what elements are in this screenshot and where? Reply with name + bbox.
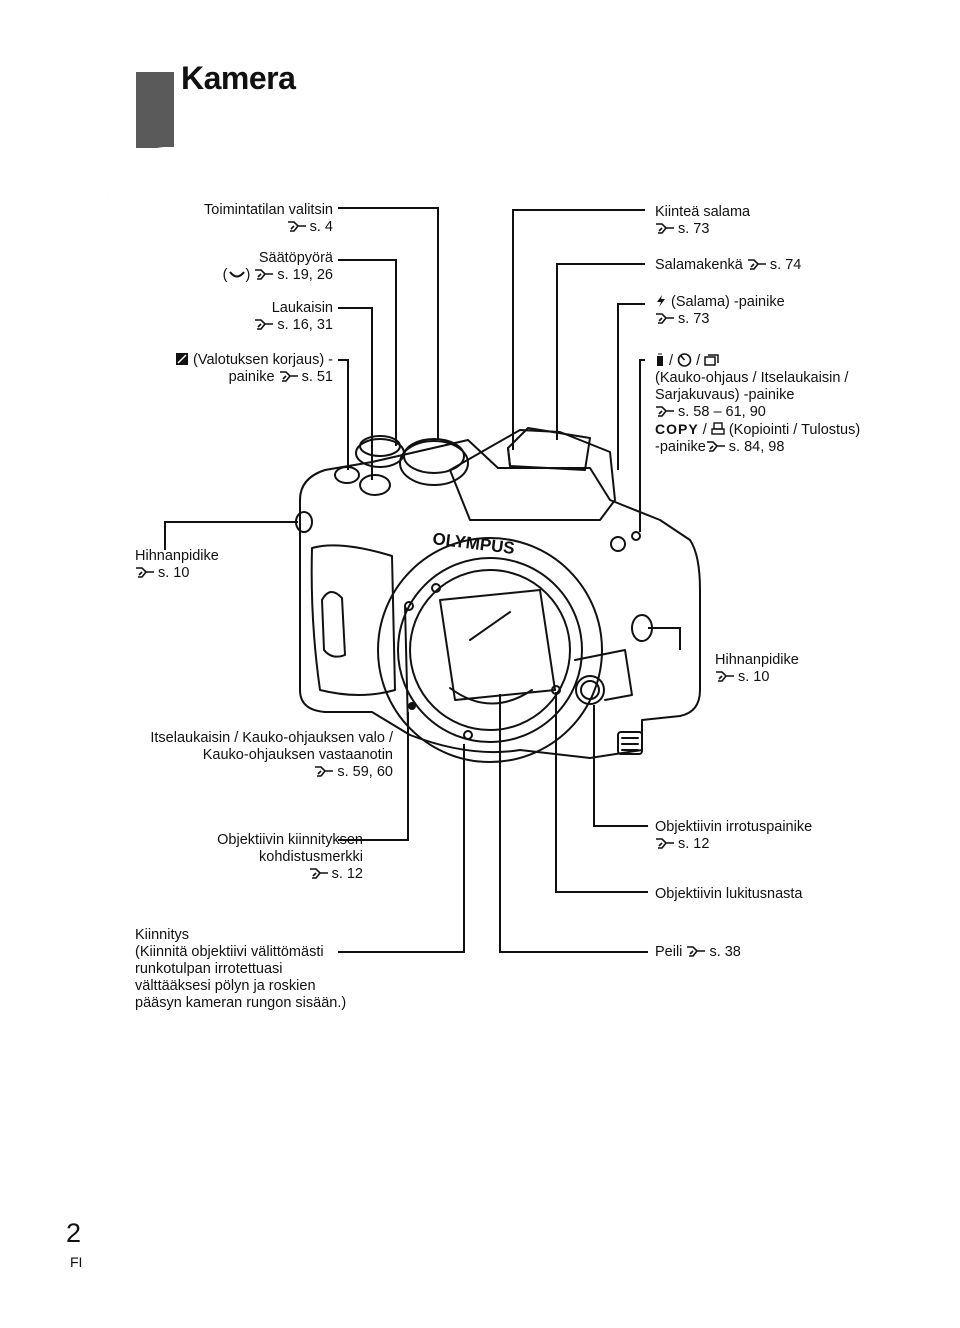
self-timer-icon xyxy=(677,353,692,367)
page-ref-icon xyxy=(655,312,675,325)
label-control-dial: Säätöpyörä () s. 19, 26 xyxy=(222,250,333,283)
label-mode-dial: Toimintatilan valitsin s. 4 xyxy=(204,202,333,235)
camera-brand-logo: OLYMPUS xyxy=(432,529,516,558)
label-flash-button: (Salama) -painike s. 73 xyxy=(655,294,785,328)
page-ref-icon xyxy=(254,318,274,331)
label-flash: Kiinteä salama s. 73 xyxy=(655,204,751,237)
page-ref-icon xyxy=(655,837,675,850)
page-ref-icon xyxy=(715,670,735,683)
page-ref-icon xyxy=(747,258,767,271)
label-strap-left: Hihnanpidike s. 10 xyxy=(135,548,219,581)
lens-mount-outer xyxy=(377,537,603,763)
leader-mount xyxy=(338,744,465,953)
leader-strap-right xyxy=(648,627,681,650)
label-shutter: Laukaisin s. 16, 31 xyxy=(254,300,333,334)
page-ref-icon xyxy=(279,370,299,383)
label-exposure: (Valotuksen korjaus) - painike s. 51 xyxy=(175,352,333,386)
exposure-compensation-icon xyxy=(176,353,189,365)
leader-shutter xyxy=(338,307,373,480)
flash-icon xyxy=(657,295,665,307)
lens-mount-mid xyxy=(397,557,583,743)
copy-icon: COPY xyxy=(655,421,699,437)
label-lens-release: Objektiivin irrotuspainike s. 12 xyxy=(655,819,813,852)
leader-control-dial xyxy=(338,259,397,446)
leader-lens-release xyxy=(593,705,648,827)
control-dial-icon xyxy=(228,271,245,278)
label-self-timer-lamp: Itselaukaisin / Kauko-ohjauksen valo / K… xyxy=(150,730,393,780)
content-panel-shadow xyxy=(106,147,960,1297)
chapter-tab-marker xyxy=(136,72,174,148)
page-ref-icon xyxy=(309,867,329,880)
hotshoe-shape xyxy=(507,427,591,471)
camera-prism xyxy=(449,429,616,521)
page-number: 2 xyxy=(66,1218,82,1248)
leader-mirror xyxy=(499,694,648,953)
self-timer-lamp-shape xyxy=(610,536,626,552)
shutter-button-shape xyxy=(359,474,391,496)
page-ref-icon xyxy=(314,765,334,778)
print-icon xyxy=(711,422,725,435)
label-drive-button: / / (Kauko-ohjaus / Itselaukaisin / Sarj… xyxy=(655,353,861,455)
content-panel xyxy=(106,147,960,1297)
page-ref-icon xyxy=(655,405,675,418)
leader-drive-button xyxy=(639,359,645,532)
leader-mount-mark xyxy=(338,712,409,841)
leader-flash-button xyxy=(617,303,645,470)
page-ref-icon xyxy=(686,945,706,958)
page-ref-icon xyxy=(706,440,726,453)
page-ref-icon xyxy=(254,268,274,281)
camera-body-outline xyxy=(299,439,701,759)
leader-hotshoe xyxy=(556,263,645,440)
page-ref-icon xyxy=(135,566,155,579)
leader-strap-left xyxy=(164,521,298,550)
sequential-shooting-icon xyxy=(704,354,719,366)
label-hotshoe: Salamakenkä s. 74 xyxy=(655,257,802,273)
leader-flash xyxy=(512,209,645,450)
remote-control-icon xyxy=(657,353,663,366)
label-mount-mark: Objektiivin kiinnityksen kohdistusmerkki… xyxy=(217,832,363,882)
label-lens-lock: Objektiivin lukitusnasta xyxy=(655,886,803,902)
camera-grip xyxy=(310,544,396,696)
language-code: FI xyxy=(70,1254,83,1270)
mode-dial-shape xyxy=(399,440,469,486)
leader-lens-lock xyxy=(555,692,648,893)
lens-release-button-shape xyxy=(575,675,605,705)
leader-exposure xyxy=(338,359,349,470)
page-ref-icon xyxy=(287,220,307,233)
control-dial-shape xyxy=(355,438,405,468)
leader-mode-dial xyxy=(338,207,439,440)
page-ref-icon xyxy=(655,222,675,235)
label-mirror: Peili s. 38 xyxy=(655,944,741,960)
page-title: Kamera xyxy=(181,60,296,96)
label-mount: Kiinnitys (Kiinnitä objektiivi välittömä… xyxy=(135,927,347,1011)
label-strap-right: Hihnanpidike s. 10 xyxy=(715,652,799,685)
mirror-shape xyxy=(439,589,556,701)
